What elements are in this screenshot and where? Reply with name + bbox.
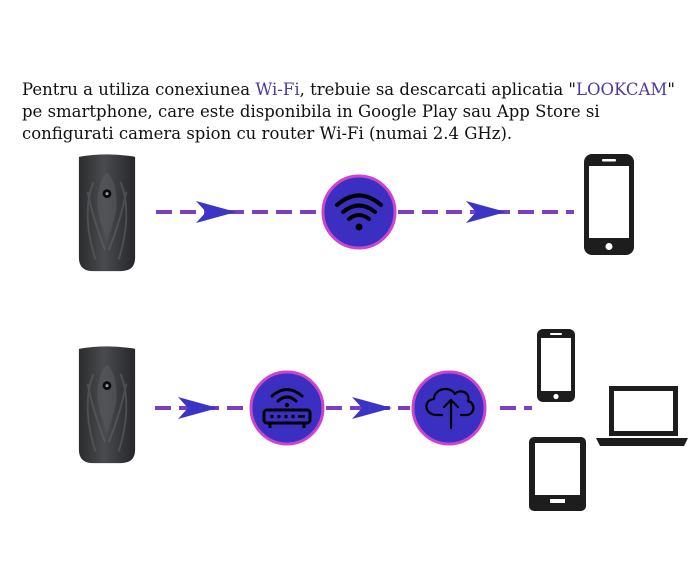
spy-camera-1: [77, 153, 137, 273]
intro-part-2: , trebuie sa descarcati aplicatia ": [299, 79, 576, 99]
laptop-icon: [596, 386, 688, 446]
intro-wifi: Wi-Fi: [255, 79, 300, 99]
smartphone-icon: [537, 329, 575, 402]
arrow-icon: [178, 397, 218, 419]
wifi-icon: [335, 193, 383, 221]
dashed-connection-1b: [398, 201, 574, 223]
wifi-badge: [321, 174, 397, 250]
tablet-icon: [529, 437, 586, 511]
smartphone-icon: [584, 154, 634, 255]
router-badge: [249, 370, 325, 446]
intro-text: Pentru a utiliza conexiunea Wi-Fi, trebu…: [22, 79, 682, 145]
arrow-icon: [466, 201, 506, 223]
cloud-upload-icon: [425, 387, 475, 430]
arrow-icon: [352, 397, 392, 419]
dashed-connection-2b: [326, 397, 410, 419]
dashed-connection-1a: [156, 201, 322, 223]
arrow-icon: [196, 201, 236, 223]
cloud-badge: [411, 370, 487, 446]
intro-part-3: " pe smartphone, care este disponibila i…: [22, 79, 675, 143]
spy-camera-2: [77, 345, 137, 465]
intro-app-name: LOOKCAM: [576, 79, 668, 99]
dashed-connection-2a: [155, 397, 250, 419]
router-icon: [262, 388, 312, 428]
intro-part-1: Pentru a utiliza conexiunea: [22, 79, 256, 99]
